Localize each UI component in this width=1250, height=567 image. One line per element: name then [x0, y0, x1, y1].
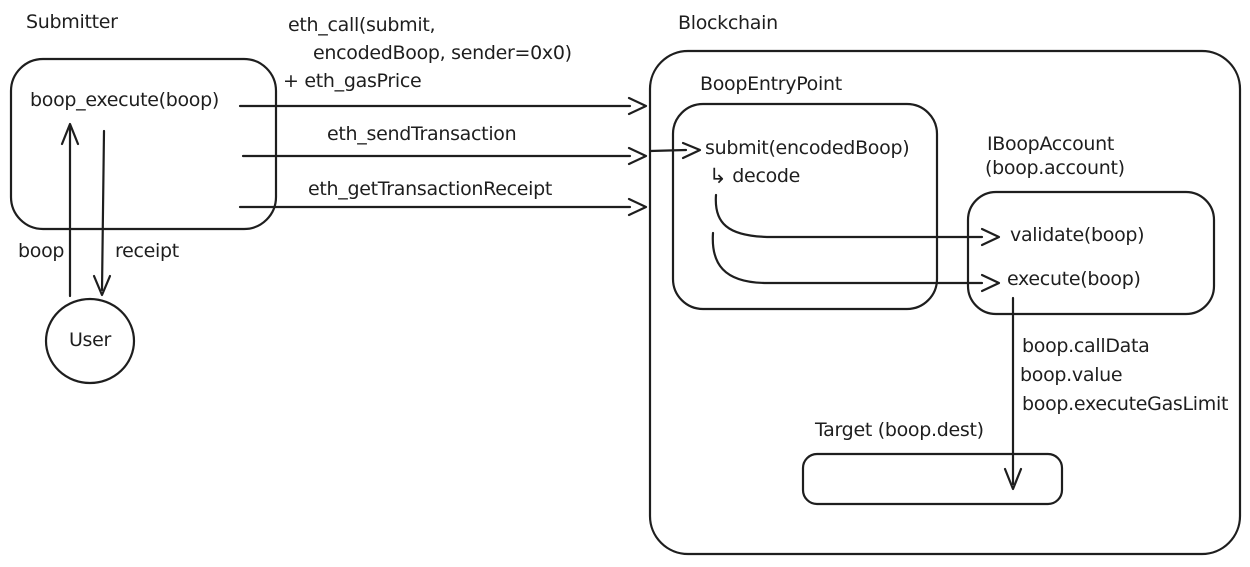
eth-receipt-label: eth_getTransactionReceipt [308, 178, 553, 200]
eth-call-label-line2: encodedBoop, sender=0x0) [313, 42, 572, 64]
decode-to-execute-arrow [711, 231, 1001, 293]
return-arrow-icon: ↳ [709, 164, 727, 188]
user-label: User [68, 329, 112, 351]
boop-edge-label: boop [18, 240, 65, 262]
user-circle [44, 297, 136, 385]
eth-call-arrow [238, 96, 648, 116]
execute-to-target-arrow [1003, 296, 1023, 491]
eth-send-label: eth_sendTransaction [327, 123, 517, 145]
blockchain-label: Blockchain [678, 12, 778, 34]
eth-call-label-line3: + eth_gasPrice [283, 70, 422, 92]
submit-entry-arrow [648, 141, 702, 160]
boop-arrow [60, 122, 80, 298]
eth-receipt-arrow [238, 197, 648, 217]
execute-param-calldata: boop.callData [1022, 335, 1150, 357]
submit-method-label: submit(encodedBoop) [705, 137, 910, 159]
receipt-arrow [92, 129, 112, 297]
validate-method-label: validate(boop) [1010, 224, 1145, 246]
blockchain-box [648, 49, 1242, 556]
target-label: Target (boop.dest) [815, 419, 984, 441]
target-box [801, 452, 1064, 506]
boop-entry-point-label: BoopEntryPoint [700, 73, 842, 95]
boop-entry-point-box [671, 102, 939, 311]
boop-execute-method-label: boop_execute(boop) [30, 89, 219, 111]
iboop-account-sublabel: (boop.account) [985, 157, 1125, 179]
iboop-account-label: IBoopAccount [987, 133, 1115, 155]
eth-call-label-line1: eth_call(submit, [288, 14, 436, 36]
decode-to-validate-arrow [714, 193, 1001, 247]
iboop-account-box [966, 190, 1216, 316]
eth-send-arrow [241, 146, 648, 166]
decode-step: ↳decode [709, 163, 800, 188]
submitter-label: Submitter [26, 11, 118, 33]
execute-param-value: boop.value [1020, 364, 1123, 386]
execute-param-gaslimit: boop.executeGasLimit [1022, 393, 1229, 415]
decode-label: decode [732, 165, 801, 187]
execute-method-label: execute(boop) [1007, 268, 1141, 290]
submitter-box [9, 57, 278, 231]
receipt-edge-label: receipt [115, 240, 179, 262]
